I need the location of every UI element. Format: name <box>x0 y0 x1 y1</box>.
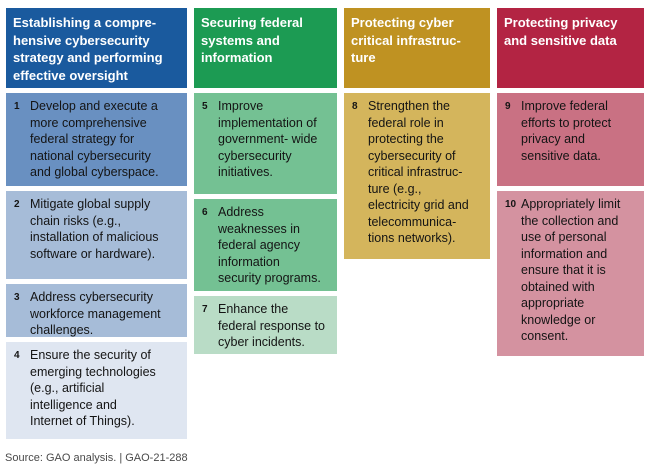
column-strategy-oversight: Establishing a compre- hensive cybersecu… <box>6 8 187 439</box>
item-number: 8 <box>352 101 358 112</box>
item-number: 2 <box>14 199 20 210</box>
challenge-item-6: 6 Address weaknesses in federal agency i… <box>194 199 337 291</box>
challenge-item-9: 9 Improve federal efforts to protect pri… <box>497 93 644 186</box>
item-number: 1 <box>14 101 20 112</box>
item-text: Appropriately limit the collection and u… <box>521 197 621 343</box>
challenge-item-7: 7 Enhance the federal response to cyber … <box>194 296 337 354</box>
item-text: Ensure the security of emerging technolo… <box>30 348 156 428</box>
challenge-item-8: 8 Strengthen the federal role in protect… <box>344 93 490 259</box>
challenge-item-5: 5 Improve implementation of government- … <box>194 93 337 194</box>
challenge-item-2: 2 Mitigate global supply chain risks (e.… <box>6 191 187 279</box>
challenge-matrix: Establishing a compre- hensive cybersecu… <box>6 8 644 439</box>
challenge-item-1: 1 Develop and execute a more comprehensi… <box>6 93 187 186</box>
column-header-privacy-data: Protecting privacy and sensitive data <box>497 8 644 88</box>
item-number: 4 <box>14 350 20 361</box>
item-text: Strengthen the federal role in protectin… <box>368 99 469 245</box>
item-text: Enhance the federal response to cyber in… <box>218 302 326 349</box>
column-securing-systems: Securing federal systems and information… <box>194 8 337 439</box>
item-number: 9 <box>505 101 511 112</box>
item-text: Develop and execute a more comprehensive… <box>30 99 159 179</box>
column-header-securing-systems: Securing federal systems and information <box>194 8 337 88</box>
challenge-item-10: 10 Appropriately limit the collection an… <box>497 191 644 356</box>
item-number: 10 <box>505 199 517 210</box>
item-number: 6 <box>202 207 208 218</box>
column-privacy-data: Protecting privacy and sensitive data 9 … <box>497 8 644 439</box>
item-text: Address cybersecurity workforce manageme… <box>30 290 161 337</box>
item-text: Address weaknesses in federal agency inf… <box>218 205 321 285</box>
challenge-item-3: 3 Address cybersecurity workforce manage… <box>6 284 187 337</box>
column-header-strategy-oversight: Establishing a compre- hensive cybersecu… <box>6 8 187 88</box>
item-number: 7 <box>202 304 208 315</box>
item-number: 5 <box>202 101 208 112</box>
challenge-item-4: 4 Ensure the security of emerging techno… <box>6 342 187 439</box>
item-number: 3 <box>14 292 20 303</box>
source-note: Source: GAO analysis. | GAO-21-288 <box>5 452 188 464</box>
item-text: Mitigate global supply chain risks (e.g.… <box>30 197 159 261</box>
column-critical-infrastructure: Protecting cyber critical infrastruc- tu… <box>344 8 490 439</box>
item-text: Improve federal efforts to protect priva… <box>521 99 612 163</box>
item-text: Improve implementation of government- wi… <box>218 99 318 179</box>
column-header-critical-infrastructure: Protecting cyber critical infrastruc- tu… <box>344 8 490 88</box>
